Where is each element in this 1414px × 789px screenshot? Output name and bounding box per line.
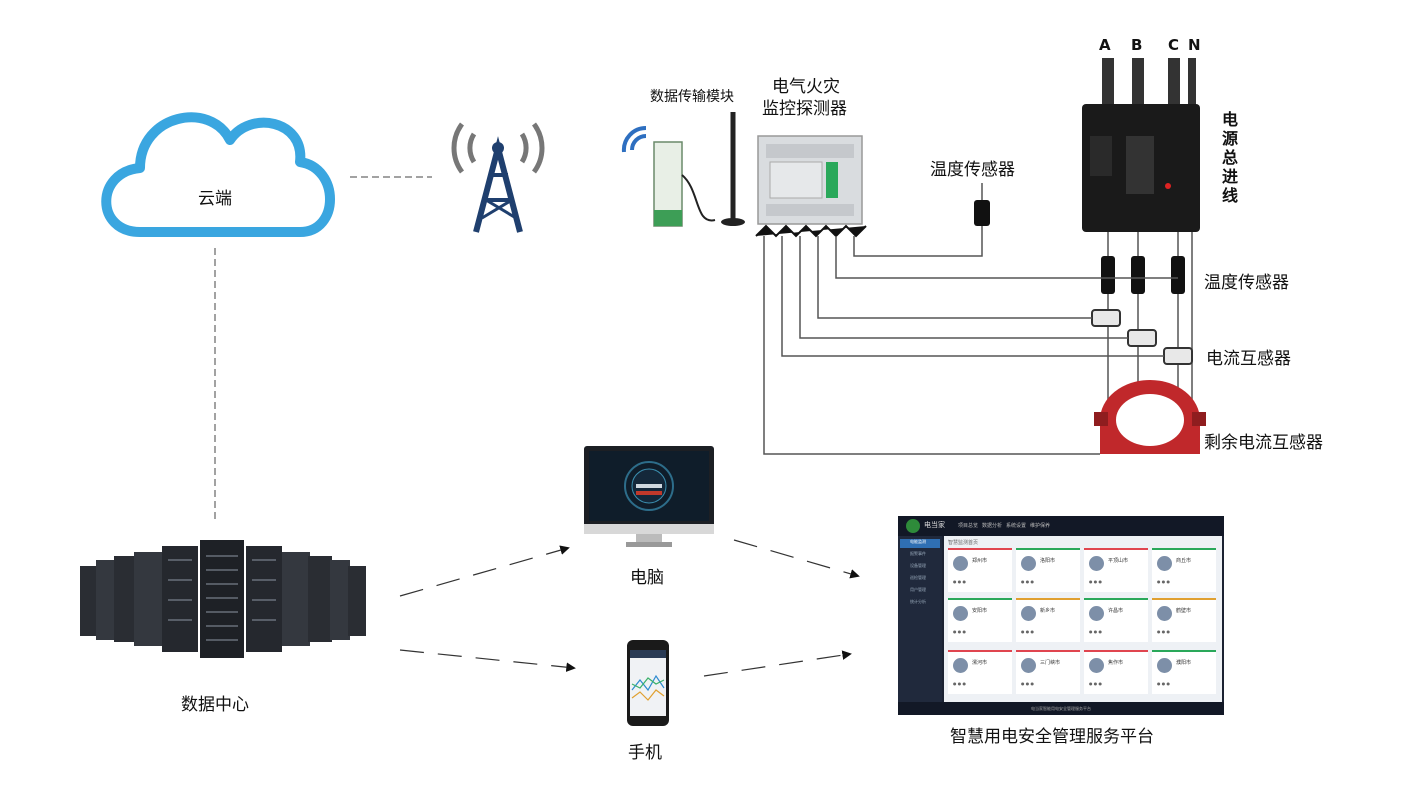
detector-label-line1: 电气火灾 [772,77,840,97]
platform-sidebar-item: 电能监测 [900,539,940,548]
platform-city-name: 许昌市 [1108,608,1124,614]
platform-city-card: 安阳市● ● ● [948,598,1012,642]
platform-city-name: 鹤壁市 [1176,608,1192,614]
temperature-probe-icon [1101,256,1185,294]
platform-city-card: 漯河市● ● ● [948,650,1012,694]
detector-device-icon [755,135,867,238]
platform-city-card: 濮阳市● ● ● [1152,650,1216,694]
platform-screenshot: 电当家 项目总览 数据分析 系统设置 维护保养 电能监测 报警事件 设备管理 巡… [898,516,1224,715]
server-rack-icon [80,540,366,658]
phone-label: 手机 [628,743,662,763]
detector-wiring [763,226,1178,455]
platform-city-name: 郑州市 [972,558,988,564]
transmission-module-label: 数据传输模块 [650,89,734,105]
phase-b-label: B [1131,36,1143,54]
cloud-label: 云端 [198,189,232,209]
platform-city-name: 焦作市 [1108,660,1124,666]
platform-sidebar-item: 统计分析 [910,599,926,604]
platform-sidebar-item: 设备管理 [910,563,926,568]
temperature-probe-icon [974,183,990,226]
monitor-icon [584,446,714,547]
phase-n-label: N [1188,36,1201,54]
platform-brand: 电当家 [924,521,945,529]
data-flow-arrows [399,539,860,677]
data-center-label: 数据中心 [181,695,249,715]
platform-city-name: 濮阳市 [1176,660,1192,666]
detector-label-line2: 监控探测器 [762,99,847,119]
platform-logo-icon [906,519,920,533]
phase-a-label: A [1099,36,1111,54]
platform-sidebar-item: 报警事件 [910,551,926,556]
platform-city-name: 三门峡市 [1040,660,1061,666]
computer-label: 电脑 [630,568,664,588]
platform-city-card: 洛阳市● ● ● [1016,548,1080,592]
platform-city-name: 洛阳市 [1040,558,1056,564]
platform-city-card: 许昌市● ● ● [1084,598,1148,642]
platform-sidebar-item: 巡检管理 [910,575,926,580]
platform-city-name: 漯河市 [972,660,988,666]
smartphone-icon [627,640,669,726]
signal-tower-icon [451,122,545,233]
platform-nav-item: 系统设置 [1006,523,1027,529]
platform-city-card: 平顶山市● ● ● [1084,548,1148,592]
current-transformer-label: 电流互感器 [1206,349,1291,369]
platform-city-card: 商丘市● ● ● [1152,548,1216,592]
current-transformer-icon [1091,309,1193,365]
platform-city-name: 商丘市 [1176,558,1192,564]
platform-label: 智慧用电安全管理服务平台 [950,727,1154,747]
platform-nav-item: 项目总览 [958,523,979,529]
power-inlet-label: 电源总进线 [1221,110,1238,205]
platform-city-name: 新乡市 [1040,608,1056,614]
temp-sensor-label-top: 温度传感器 [930,160,1015,180]
platform-city-name: 安阳市 [972,608,988,614]
residual-current-transformer-label: 剩余电流互感器 [1204,433,1323,453]
platform-nav-item: 维护保养 [1030,523,1051,529]
platform-city-name: 平顶山市 [1108,558,1129,564]
platform-city-card: 焦作市● ● ● [1084,650,1148,694]
circuit-breaker-icon [1082,58,1200,232]
platform-main: 智慧监测首页 郑州市● ● ● 洛阳市● ● ● 平顶山市● ● ● 商丘市● … [944,536,1222,702]
platform-sidebar: 电能监测 报警事件 设备管理 巡检管理 用户管理 统计分析 [898,536,942,702]
temp-sensor-label-right: 温度传感器 [1204,273,1289,293]
residual-current-transformer-icon [1094,380,1206,454]
platform-footer: 电当家智能用电安全管理服务平台 [898,702,1224,715]
platform-nav-item: 数据分析 [982,523,1003,529]
platform-city-card: 郑州市● ● ● [948,548,1012,592]
platform-breadcrumb: 智慧监测首页 [948,540,979,546]
platform-city-card: 三门峡市● ● ● [1016,650,1080,694]
platform-city-card: 鹤壁市● ● ● [1152,598,1216,642]
transmission-module-icon [621,112,745,227]
platform-city-card: 新乡市● ● ● [1016,598,1080,642]
platform-topbar: 电当家 项目总览 数据分析 系统设置 维护保养 [898,516,1224,536]
cloud-icon [101,112,335,237]
platform-sidebar-item: 用户管理 [910,587,926,592]
phase-c-label: C [1168,36,1180,54]
